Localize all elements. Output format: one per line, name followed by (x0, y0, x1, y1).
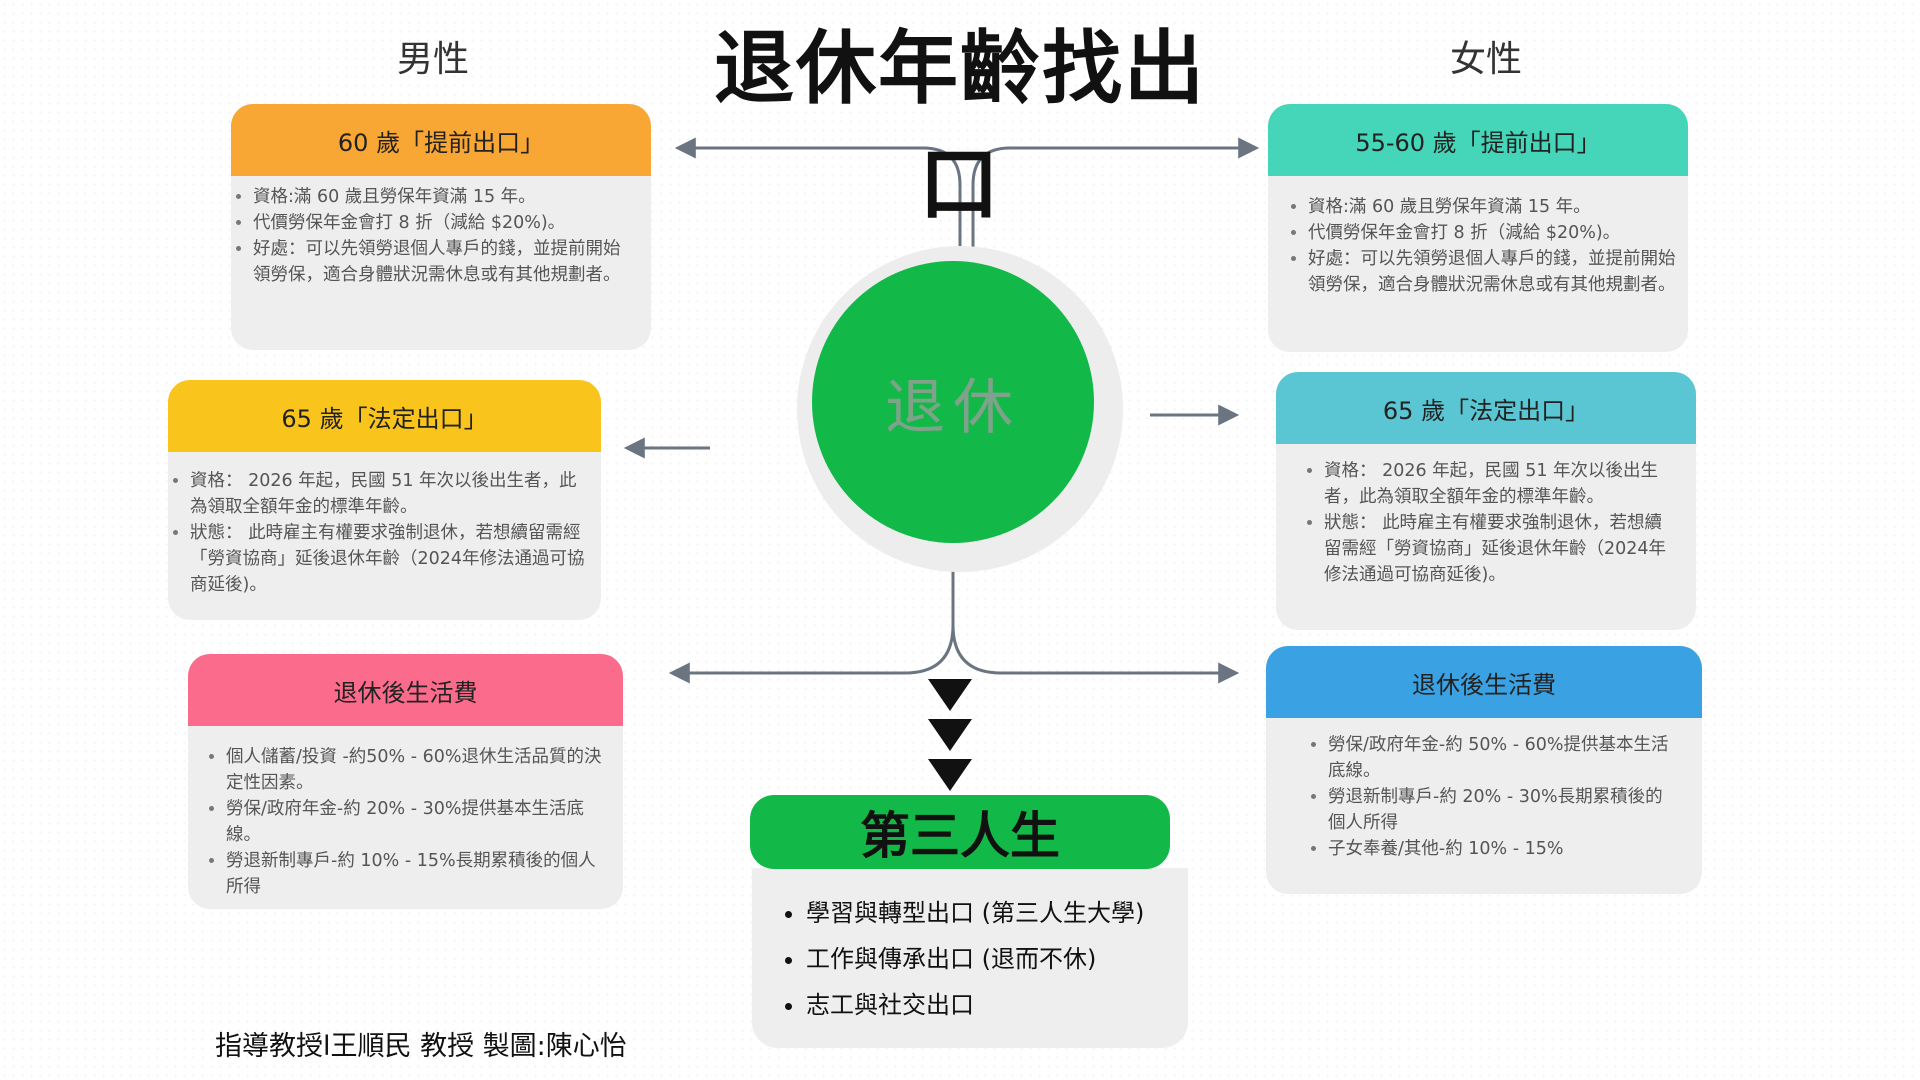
page-title: 退休年齡找出口 (714, 22, 1206, 231)
list-item: 資格:滿 60 歲且勞保年資滿 15 年。 (1308, 194, 1676, 220)
list-item: 學習與轉型出口 (第三人生大學) (806, 890, 1188, 936)
third-life-body: 學習與轉型出口 (第三人生大學) 工作與傳承出口 (退而不休) 志工與社交出口 (752, 868, 1188, 1048)
male-legal-exit-body: 資格： 2026 年起，民國 51 年次以後出生者，此為領取全額年金的標準年齡。… (168, 452, 601, 620)
third-life-title: 第三人生 (750, 795, 1170, 869)
list-item: 好處：可以先領勞退個人專戶的錢，並提前開始領勞保，適合身體狀況需休息或有其他規劃… (1308, 246, 1676, 298)
connector-top-left (674, 137, 962, 255)
list-item: 資格： 2026 年起，民國 51 年次以後出生者，此為領取全額年金的標準年齡。 (1324, 458, 1668, 510)
female-living-expense-body: 勞保/政府年金-約 50% - 60%提供基本生活底線。 勞退新制專戶-約 20… (1266, 718, 1702, 894)
down-triangle-icon (928, 759, 972, 791)
female-early-exit-body: 資格:滿 60 歲且勞保年資滿 15 年。 代價勞保年金會打 8 折（減給 $2… (1268, 176, 1688, 352)
list-item: 資格： 2026 年起，民國 51 年次以後出生者，此為領取全額年金的標準年齡。 (190, 468, 589, 520)
down-triangle-icon (928, 719, 972, 751)
list-item: 狀態： 此時雇主有權要求強制退休，若想續留需經「勞資協商」延後退休年齡（2024… (190, 520, 589, 598)
female-label: 女性 (1450, 39, 1523, 80)
connector-bottom-left (668, 566, 955, 684)
center-label: 退休 (885, 372, 1021, 443)
female-living-expense-title: 退休後生活費 (1266, 646, 1702, 718)
list-item: 個人儲蓄/投資 -約50% - 60%退休生活品質的決定性因素。 (226, 744, 603, 796)
list-item: 勞退新制專戶-約 10% - 15%長期累積後的個人所得 (226, 848, 603, 900)
male-label: 男性 (397, 39, 470, 80)
credit-text: 指導教授l王順民 教授 製圖:陳心怡 (215, 1031, 627, 1062)
list-item: 狀態： 此時雇主有權要求強制退休，若想續留需經「勞資協商」延後退休年齡（2024… (1324, 510, 1668, 588)
list-item: 好處：可以先領勞退個人專戶的錢，並提前開始領勞保，適合身體狀況需休息或有其他規劃… (253, 236, 635, 288)
male-early-exit-card: 60 歲「提前出口」 資格:滿 60 歲且勞保年資滿 15 年。 代價勞保年金會… (231, 104, 651, 350)
male-living-expense-body: 個人儲蓄/投資 -約50% - 60%退休生活品質的決定性因素。 勞保/政府年金… (188, 726, 623, 909)
female-early-exit-card: 55-60 歲「提前出口」 資格:滿 60 歲且勞保年資滿 15 年。 代價勞保… (1268, 104, 1688, 352)
female-living-expense-card: 退休後生活費 勞保/政府年金-約 50% - 60%提供基本生活底線。 勞退新制… (1266, 646, 1702, 894)
list-item: 代價勞保年金會打 8 折（減給 $20%)。 (253, 210, 635, 236)
female-legal-exit-body: 資格： 2026 年起，民國 51 年次以後出生者，此為領取全額年金的標準年齡。… (1276, 444, 1696, 630)
connector-top-right (971, 137, 1260, 255)
female-early-exit-title: 55-60 歲「提前出口」 (1268, 104, 1688, 176)
male-early-exit-title: 60 歲「提前出口」 (231, 104, 651, 176)
list-item: 勞保/政府年金-約 50% - 60%提供基本生活底線。 (1328, 732, 1678, 784)
list-item: 代價勞保年金會打 8 折（減給 $20%)。 (1308, 220, 1676, 246)
list-item: 勞保/政府年金-約 20% - 30%提供基本生活底線。 (226, 796, 603, 848)
male-legal-exit-card: 65 歲「法定出口」 資格： 2026 年起，民國 51 年次以後出生者，此為領… (168, 380, 601, 620)
female-legal-exit-title: 65 歲「法定出口」 (1276, 372, 1696, 444)
center-circle: 退休 (812, 261, 1094, 543)
male-living-expense-title: 退休後生活費 (188, 654, 623, 726)
female-legal-exit-card: 65 歲「法定出口」 資格： 2026 年起，民國 51 年次以後出生者，此為領… (1276, 372, 1696, 630)
list-item: 工作與傳承出口 (退而不休) (806, 936, 1188, 982)
down-triangle-icon (928, 679, 972, 711)
list-item: 資格:滿 60 歲且勞保年資滿 15 年。 (253, 184, 635, 210)
list-item: 志工與社交出口 (806, 982, 1188, 1028)
male-legal-exit-title: 65 歲「法定出口」 (168, 380, 601, 452)
connector-bottom-right (951, 624, 1240, 684)
list-item: 勞退新制專戶-約 20% - 30%長期累積後的 個人所得 (1328, 784, 1678, 836)
male-living-expense-card: 退休後生活費 個人儲蓄/投資 -約50% - 60%退休生活品質的決定性因素。 … (188, 654, 623, 909)
list-item: 子女奉養/其他-約 10% - 15% (1328, 836, 1678, 862)
male-early-exit-body: 資格:滿 60 歲且勞保年資滿 15 年。 代價勞保年金會打 8 折（減給 $2… (231, 176, 651, 350)
